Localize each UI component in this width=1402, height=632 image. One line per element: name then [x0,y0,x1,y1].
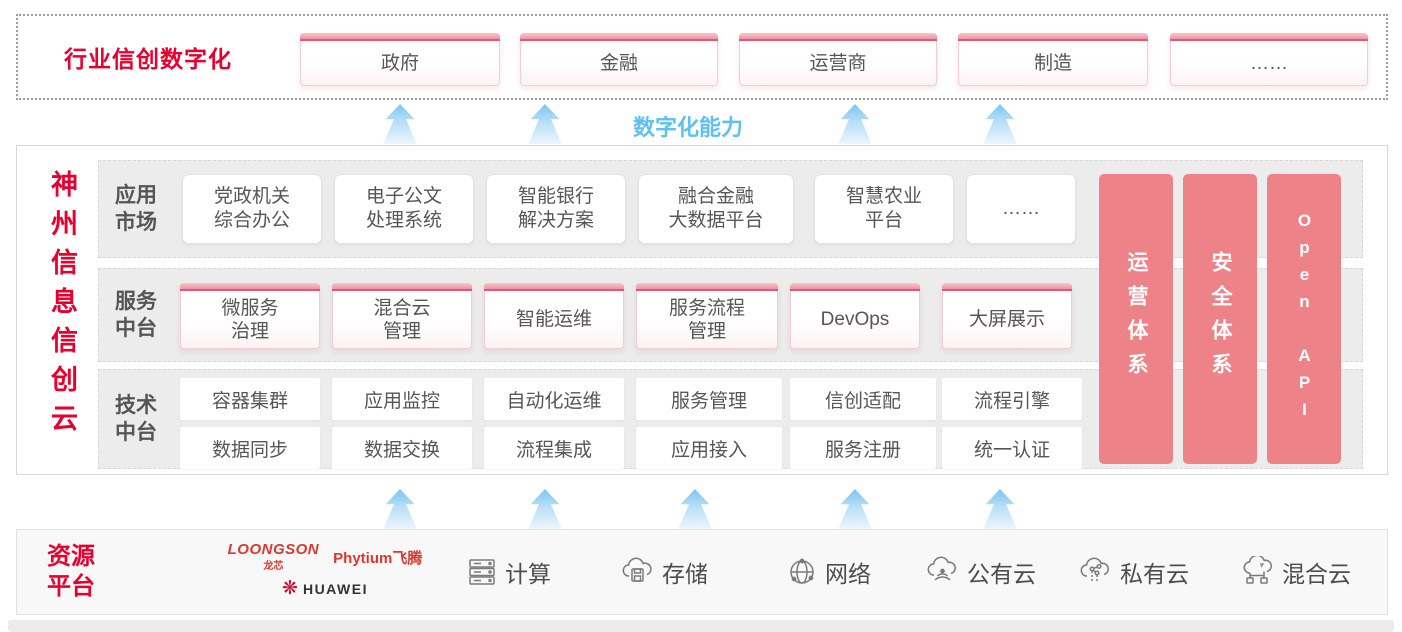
tech-box: 服务管理 [636,378,782,420]
service-box: 混合云 管理 [332,283,472,349]
tech-box: 应用监控 [332,378,472,420]
app-box: 智能银行 解决方案 [486,174,626,244]
industry-box-government: 政府 [300,33,500,86]
box-cap [958,33,1148,41]
up-arrow-icon [383,104,417,144]
vendor-logos: LOONGSON 龙芯 Phytium飞腾 ❋ HUAWEI [210,541,440,598]
up-arrow-icon [983,489,1017,529]
tech-platform-label: 技术 中台 [115,394,157,444]
digital-capability-label: 数字化能力 [633,115,744,140]
industry-banner-title: 行业信创数字化 [64,46,232,72]
side-bar-operations: 运营体系 [1099,174,1173,464]
box-cap [332,283,472,291]
up-arrow-icon [838,104,872,144]
side-bar-security: 安全体系 [1183,174,1257,464]
up-arrow-icon [528,104,562,144]
resource-item-storage: 存储 [621,555,708,589]
app-box: 融合金融 大数据平台 [638,174,794,244]
industry-box-manufacturing: 制造 [958,33,1148,86]
app-box: 党政机关 综合办公 [182,174,322,244]
industry-box-operator: 运营商 [739,33,937,86]
resource-item-private-cloud: 私有云 [1079,555,1189,589]
private-cloud-icon [1079,556,1113,588]
phytium-logo: Phytium飞腾 [333,550,423,567]
tech-box: 自动化运维 [484,378,624,420]
resource-item-compute: 计算 [466,555,551,589]
service-platform-label: 服务 中台 [115,290,157,340]
box-cap [942,283,1072,291]
up-arrow-icon [983,104,1017,144]
service-box: 微服务 治理 [180,283,320,349]
box-cap [520,33,718,41]
tech-box: 服务注册 [790,427,936,469]
app-market-label: 应用 市场 [115,184,157,234]
tech-box: 统一认证 [942,427,1082,469]
app-box: 智慧农业 平台 [814,174,954,244]
box-cap [790,283,920,291]
public-cloud-icon [926,556,960,588]
up-arrow-icon [528,489,562,529]
tech-platform-row: 技术 中台 容器集群 应用监控 自动化运维 服务管理 信创适配 流程引擎 数据同… [98,369,1363,469]
box-cap [180,283,320,291]
box-cap [484,283,624,291]
industry-banner: 行业信创数字化 政府 金融 运营商 制造 …… [16,14,1388,100]
huawei-flower-icon: ❋ [282,578,298,599]
app-box-more: …… [966,174,1076,244]
tech-box: 数据同步 [180,427,320,469]
tech-box: 应用接入 [636,427,782,469]
resource-platform-box: 资源 平台 LOONGSON 龙芯 Phytium飞腾 ❋ HUAWEI [16,529,1388,615]
server-rack-icon [466,556,498,588]
service-box: DevOps [790,283,920,349]
side-bar-open-api: Open API [1267,174,1341,464]
up-arrow-icon [383,489,417,529]
app-market-row: 应用 市场 党政机关 综合办公 电子公文 处理系统 智能银行 解决方案 融合金融… [98,160,1363,258]
service-box: 大屏展示 [942,283,1072,349]
platform-main-box: 神州信息信创云 应用 市场 党政机关 综合办公 电子公文 处理系统 智能银行 解… [16,145,1388,475]
box-cap [1170,33,1368,41]
industry-box-more: …… [1170,33,1368,86]
app-box: 电子公文 处理系统 [334,174,474,244]
industry-box-finance: 金融 [520,33,718,86]
resource-item-network: 网络 [786,555,871,589]
cloud-storage-icon [621,556,655,588]
resource-item-hybrid-cloud: 混合云 [1241,555,1351,589]
tech-box: 容器集群 [180,378,320,420]
up-arrow-icon [678,489,712,529]
box-cap [636,283,778,291]
platform-vertical-title: 神州信息信创云 [47,170,77,443]
huawei-logo: ❋ HUAWEI [282,578,368,599]
bottom-divider-strip [8,620,1394,632]
up-arrow-icon [838,489,872,529]
resource-platform-label: 资源 平台 [47,543,95,600]
service-box: 智能运维 [484,283,624,349]
service-platform-row: 服务 中台 微服务 治理 混合云 管理 智能运维 服务流程 管理 DevOps [98,268,1363,362]
loongson-logo: LOONGSON 龙芯 [227,541,320,572]
resource-item-public-cloud: 公有云 [926,555,1036,589]
box-cap [300,33,500,41]
network-globe-icon [786,556,818,588]
box-cap [739,33,937,41]
service-box: 服务流程 管理 [636,283,778,349]
tech-box: 信创适配 [790,378,936,420]
tech-box: 流程引擎 [942,378,1082,420]
tech-box: 数据交换 [332,427,472,469]
hybrid-cloud-icon [1241,556,1275,588]
tech-box: 流程集成 [484,427,624,469]
